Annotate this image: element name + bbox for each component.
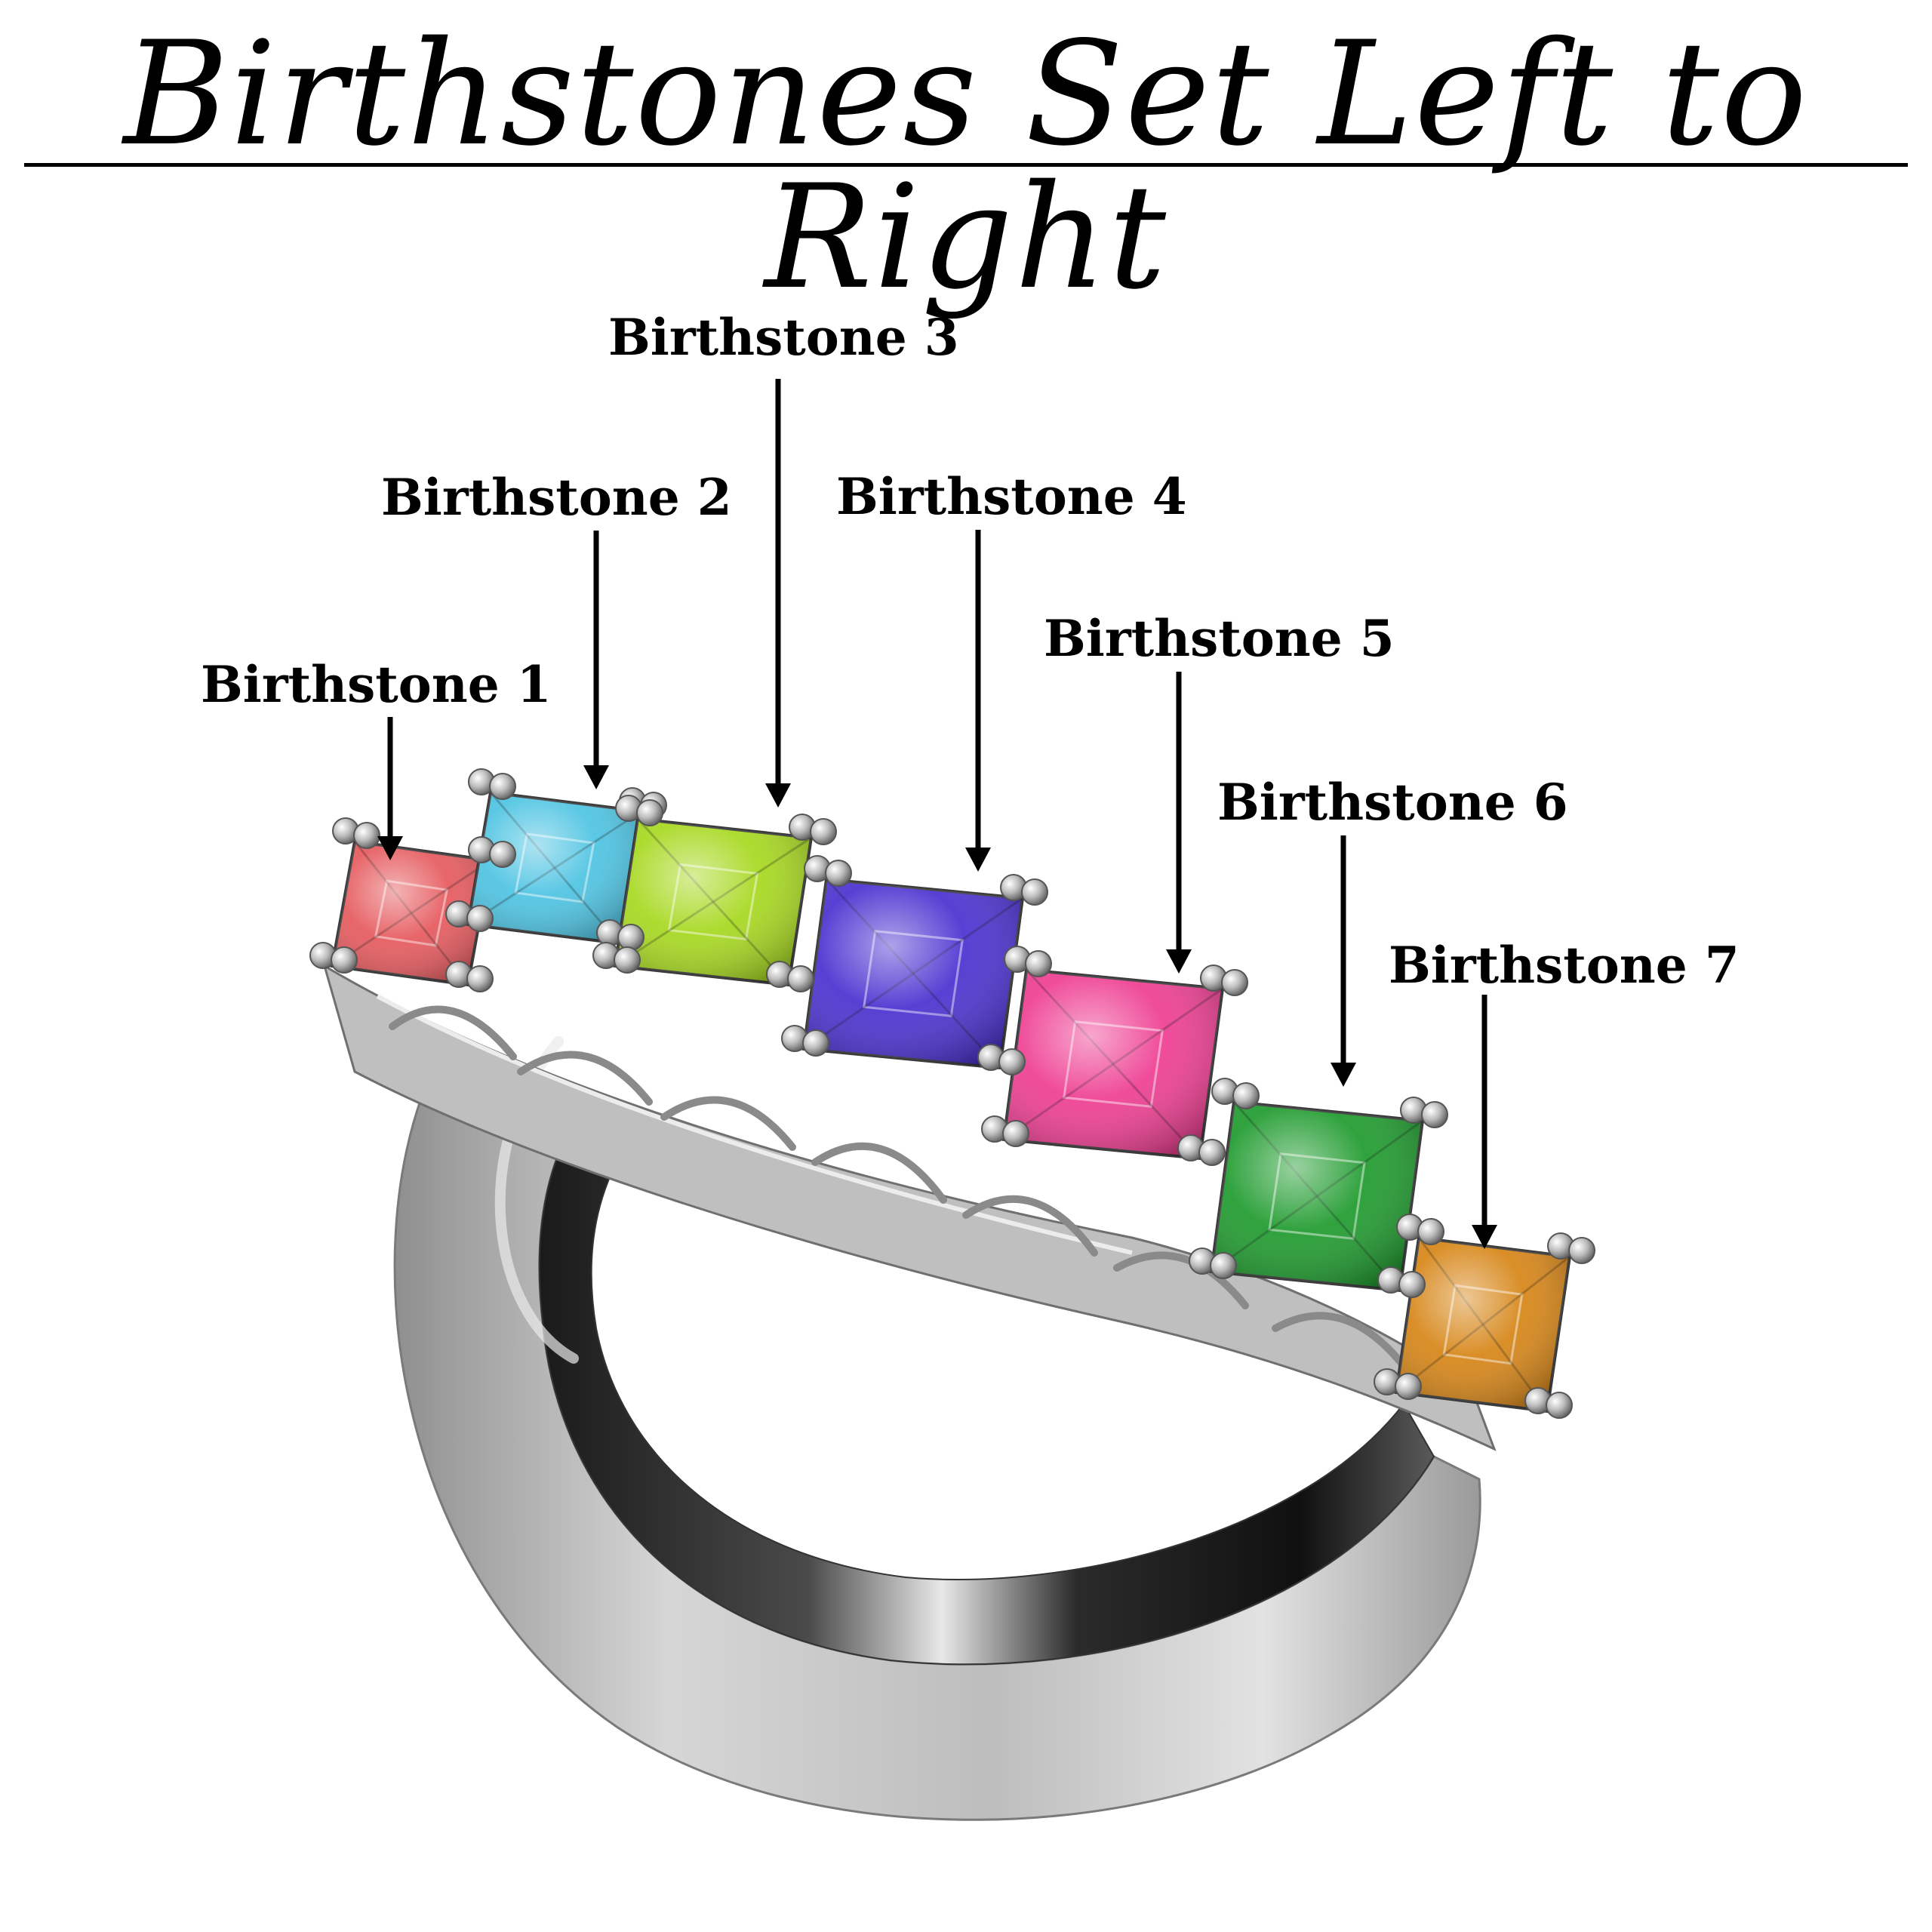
prong-ball <box>998 1048 1026 1075</box>
prong-ball <box>1395 1373 1422 1400</box>
stone-shine <box>1396 1238 1570 1411</box>
arrow-group <box>377 379 1497 1249</box>
prong-ball <box>1002 1120 1029 1147</box>
birthstone-6 <box>1209 1100 1425 1293</box>
stone-shine <box>332 841 491 985</box>
arrow-birthstone-5 <box>1166 672 1192 974</box>
prong-ball <box>825 860 852 887</box>
arrow-birthstone-3 <box>765 379 791 808</box>
prong-ball <box>810 818 837 845</box>
arrow-head <box>1166 949 1192 974</box>
arrow-birthstone-4 <box>965 530 991 872</box>
prong-ball <box>1232 1082 1260 1109</box>
prong-ball <box>1398 1271 1426 1298</box>
prong-ball <box>489 773 516 800</box>
stone-shine <box>1004 970 1223 1158</box>
prong-ball <box>617 924 645 951</box>
birthstone-4 <box>801 877 1025 1070</box>
label-birthstone-4: Birthstone 4 <box>836 467 1187 526</box>
prong-ball <box>802 1029 829 1057</box>
stone-shine <box>1211 1102 1423 1291</box>
arrow-head <box>377 836 403 860</box>
prong-ball <box>331 946 358 974</box>
page-title: Birthstones Set Left to Right <box>123 11 1809 321</box>
prong-ball <box>489 841 516 868</box>
birthstone-2 <box>466 790 644 946</box>
birthstone-1 <box>330 839 493 987</box>
prong-ball <box>1421 1101 1448 1128</box>
prong-ball <box>1546 1392 1573 1419</box>
prong-ball <box>1568 1237 1595 1264</box>
arrow-birthstone-7 <box>1472 995 1497 1249</box>
label-birthstone-1: Birthstone 1 <box>201 655 552 714</box>
prong-ball <box>466 965 494 992</box>
stone-shine <box>615 819 811 985</box>
label-birthstone-2: Birthstone 2 <box>381 468 732 527</box>
prong-row <box>309 768 1595 1419</box>
prong-ball <box>1417 1218 1444 1245</box>
prong-ball <box>353 822 380 849</box>
birthstone-row <box>330 790 1572 1414</box>
arrow-head <box>765 783 791 808</box>
prong-ball <box>787 965 814 992</box>
arrow-head <box>1472 1225 1497 1249</box>
stone-shine <box>804 879 1023 1068</box>
label-birthstone-7: Birthstone 7 <box>1389 936 1740 995</box>
arrow-head <box>583 765 609 789</box>
prong-ball <box>614 946 641 974</box>
prong-ball <box>1198 1139 1226 1166</box>
prong-ball <box>1025 950 1052 977</box>
prong-ball <box>1210 1252 1237 1279</box>
prong-ball <box>1021 878 1048 906</box>
arrow-birthstone-1 <box>377 717 403 860</box>
birthstone-7 <box>1394 1235 1572 1414</box>
arrow-birthstone-6 <box>1331 835 1356 1087</box>
arrow-head <box>965 848 991 872</box>
arrow-birthstone-2 <box>583 531 609 789</box>
label-birthstone-3: Birthstone 3 <box>608 308 959 367</box>
prong-ball <box>1221 969 1248 996</box>
ring-gallery <box>322 963 1497 1451</box>
label-birthstone-5: Birthstone 5 <box>1044 609 1395 668</box>
birthstone-3 <box>613 817 814 987</box>
label-birthstone-6: Birthstone 6 <box>1217 773 1568 832</box>
arrow-head <box>1331 1063 1356 1087</box>
prong-ball <box>466 905 494 932</box>
birthstone-5 <box>1001 968 1225 1161</box>
title-underline <box>24 163 1908 167</box>
prong-ball <box>636 799 663 826</box>
stone-shine <box>468 792 641 943</box>
